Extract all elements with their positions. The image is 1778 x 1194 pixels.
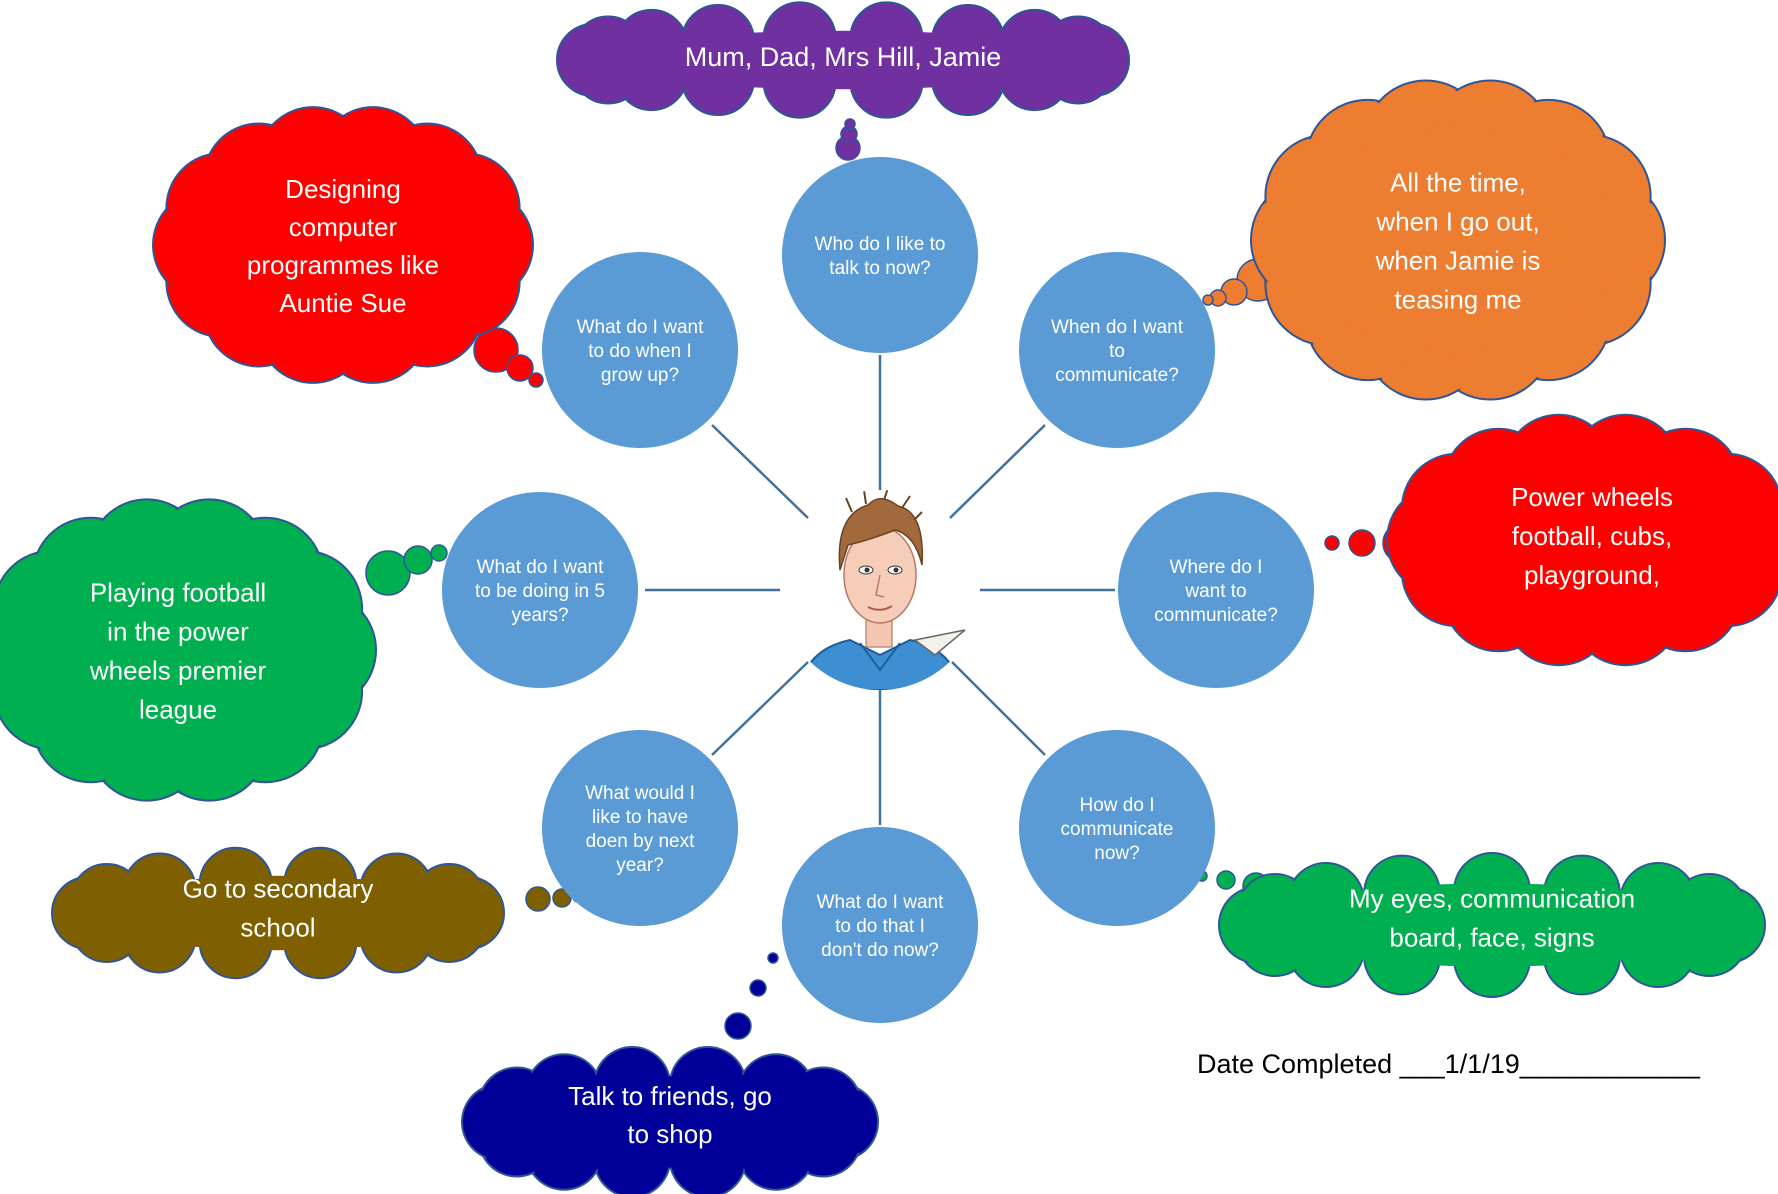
thought-bubble-dot <box>528 372 544 388</box>
question-circle-shape <box>1118 492 1314 688</box>
answer-text: when I go out, <box>1375 207 1539 237</box>
question-circle-shape <box>1019 252 1215 448</box>
question-circle-nextyear: What would I like to have doen by next year… <box>542 730 738 926</box>
question-text: What would I <box>585 783 695 804</box>
question-text: don't do now? <box>821 940 939 961</box>
connector-line <box>711 424 809 519</box>
question-circle-where: Where do I want to communicate? <box>1118 492 1314 688</box>
boy-portrait <box>780 490 980 690</box>
answer-text: programmes like <box>247 250 439 280</box>
answer-cloud-how: My eyes, communication board, face, signs <box>1218 852 1766 998</box>
answer-text: to shop <box>627 1119 712 1149</box>
question-text: now? <box>1094 843 1139 864</box>
thought-bubble-dot <box>552 888 572 908</box>
question-text: communicate? <box>1055 365 1179 386</box>
answer-text: Mum, Dad, Mrs Hill, Jamie <box>685 42 1002 72</box>
question-circle-who: Who do I like to talk to now? <box>782 157 978 353</box>
answer-text: league <box>139 695 217 725</box>
question-circle-shape <box>542 730 738 926</box>
question-text: doen by next <box>586 831 696 852</box>
answer-text: My eyes, communication <box>1349 884 1635 914</box>
thought-bubble-dot <box>525 886 551 912</box>
thought-bubble-dot <box>365 550 411 596</box>
question-text: How do I <box>1080 795 1155 816</box>
answer-cloud-who: Mum, Dad, Mrs Hill, Jamie <box>556 1 1130 119</box>
question-text: Who do I like to <box>815 234 946 255</box>
question-circle-shape <box>782 827 978 1023</box>
question-circle-growup: What do I want to do when I grow up? <box>542 252 738 448</box>
answer-cloud-nextyear: Go to secondary school <box>51 846 505 980</box>
question-circle-shape <box>442 492 638 688</box>
question-circle-shape <box>542 252 738 448</box>
question-circles: Who do I like to talk to now? When do I wa… <box>442 157 1314 1023</box>
thought-bubble-dot <box>1202 294 1214 306</box>
thought-bubble-dot <box>767 952 779 964</box>
question-text: communicate <box>1061 819 1174 840</box>
question-text: What do I want <box>577 317 704 338</box>
answer-text: Power wheels <box>1511 482 1673 512</box>
answer-text: in the power <box>107 617 249 647</box>
question-text: want to <box>1184 581 1246 602</box>
answer-text: Go to secondary <box>183 874 374 904</box>
question-text: What do I want <box>817 892 944 913</box>
answer-cloud-fiveyears: Playing football in the power wheels premi… <box>0 498 377 802</box>
answer-text: football, cubs, <box>1512 521 1672 551</box>
question-circle-fiveyears: What do I want to be doing in 5 years? <box>442 492 638 688</box>
question-circle-wantdo: What do I want to do that I don't do now? <box>782 827 978 1023</box>
thought-bubble-dot <box>430 544 448 562</box>
answer-text: board, face, signs <box>1389 923 1594 953</box>
answer-text: playground, <box>1524 560 1660 590</box>
answer-text: Designing <box>285 174 401 204</box>
thought-bubble-trails <box>365 118 1424 1040</box>
question-text: to <box>1109 341 1125 362</box>
answer-text: teasing me <box>1394 285 1521 315</box>
question-text: Where do I <box>1170 557 1263 578</box>
question-text: When do I want <box>1051 317 1184 338</box>
question-text: grow up? <box>601 365 679 386</box>
answer-text: wheels premier <box>89 656 267 686</box>
thought-bubble-dot <box>403 545 433 575</box>
answer-text: Talk to friends, go <box>568 1081 772 1111</box>
question-text: years? <box>511 605 568 626</box>
answer-text: school <box>240 913 315 943</box>
connector-line <box>951 661 1046 756</box>
question-text: to do when I <box>588 341 692 362</box>
question-circle-shape <box>782 157 978 353</box>
connector-line <box>949 424 1046 519</box>
answer-cloud-wantdo: Talk to friends, go to shop <box>461 1045 879 1194</box>
answer-text: computer <box>289 212 398 242</box>
connector-line <box>711 661 809 756</box>
thought-bubble-dot <box>844 118 856 130</box>
question-text: like to have <box>592 807 688 828</box>
question-text: talk to now? <box>829 258 930 279</box>
answer-text: Auntie Sue <box>279 288 406 318</box>
question-text: communicate? <box>1154 605 1278 626</box>
question-circle-shape <box>1019 730 1215 926</box>
answer-text: All the time, <box>1390 168 1526 198</box>
question-text: to be doing in 5 <box>475 581 605 602</box>
question-text: to do that I <box>835 916 925 937</box>
answer-text: when Jamie is <box>1375 246 1541 276</box>
thought-bubble-dot <box>724 1012 752 1040</box>
question-circle-when: When do I want to communicate? <box>1019 252 1215 448</box>
question-text: year? <box>616 855 664 876</box>
thought-bubble-dot <box>749 979 767 997</box>
answer-cloud-when: All the time, when I go out, when Jamie is… <box>1250 79 1666 401</box>
thought-bubble-dot <box>1324 535 1340 551</box>
question-text: What do I want <box>477 557 604 578</box>
answer-text: Playing football <box>90 578 266 608</box>
question-circle-how: How do I communicate now? <box>1019 730 1215 926</box>
date-completed: Date Completed ___1/1/19____________ <box>1197 1049 1701 1079</box>
thought-bubble-dot <box>506 354 534 382</box>
connector-lines <box>645 355 1115 825</box>
thought-bubble-dot <box>1348 529 1376 557</box>
answer-cloud-where: Power wheels football, cubs, playground, <box>1386 413 1778 667</box>
thought-bubble-dot <box>1216 870 1236 890</box>
